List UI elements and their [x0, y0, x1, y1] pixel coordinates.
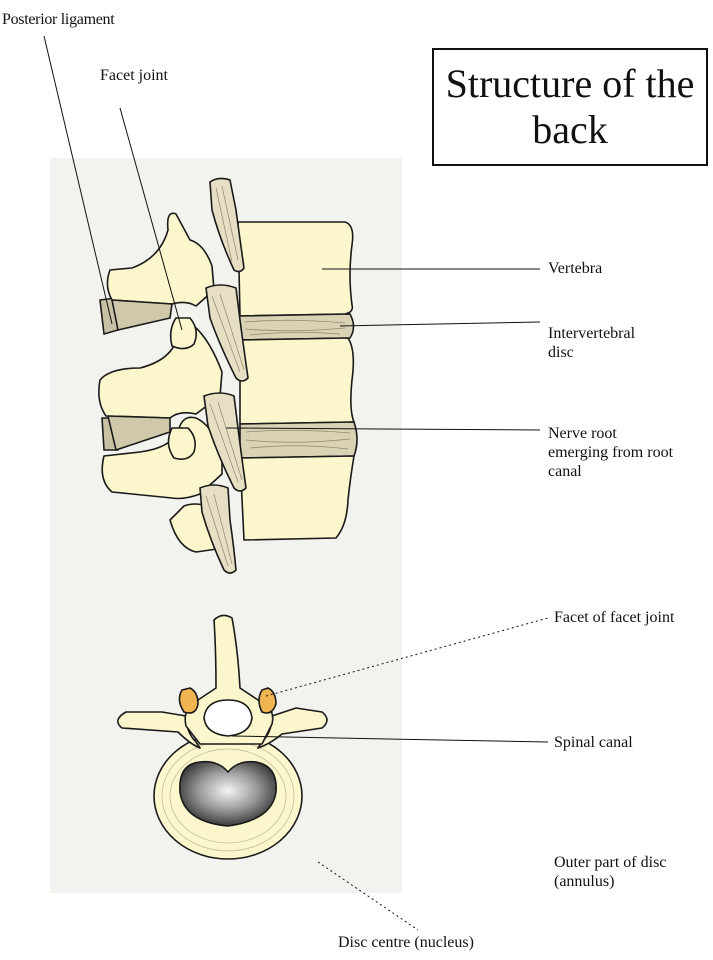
- title-box: Structure of the back: [432, 48, 708, 166]
- label-spinal-canal: Spinal canal: [554, 733, 633, 752]
- label-disc-centre: Disc centre (nucleus): [338, 933, 474, 952]
- label-vertebra: Vertebra: [548, 259, 602, 278]
- diagram-title: Structure of the back: [446, 61, 695, 153]
- facet-joint-lower: [168, 428, 195, 459]
- facet-joint-upper: [171, 318, 197, 349]
- vertebra-body-middle: [240, 338, 354, 424]
- label-posterior-ligament: Posterior ligament: [2, 10, 114, 29]
- label-intervertebral-disc: Intervertebral disc: [548, 324, 635, 362]
- label-facet-joint: Facet joint: [100, 66, 168, 85]
- spinal-canal-opening: [204, 700, 252, 736]
- intervertebral-disc-upper: [238, 314, 354, 340]
- facet-surface-left: [179, 688, 198, 713]
- label-outer-part-of-disc: Outer part of disc (annulus): [554, 853, 666, 891]
- label-nerve-root: Nerve root emerging from root canal: [548, 424, 673, 481]
- facet-surface-right: [259, 688, 276, 713]
- vertebra-body-bottom: [240, 456, 354, 540]
- label-facet-of-facet-joint: Facet of facet joint: [554, 608, 674, 627]
